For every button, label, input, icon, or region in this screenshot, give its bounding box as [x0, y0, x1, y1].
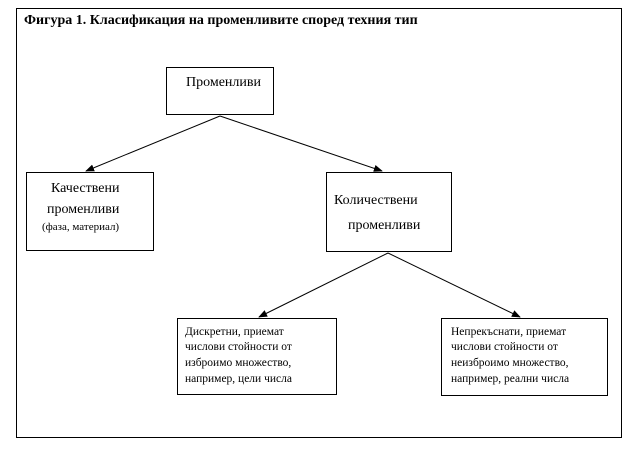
node-qualitative-line2: променливи [47, 202, 120, 217]
node-continuous-line1: Непрекъснати, приемат [451, 326, 567, 338]
node-qualitative: Качествени променливи (фаза, материал) [26, 172, 154, 251]
node-continuous-line3: неизброимо множество, [451, 357, 569, 369]
edge-quantitative-to-discrete [258, 252, 389, 318]
node-qualitative-example: (фаза, материал) [42, 221, 120, 233]
node-discrete-line2: числови стойности от [185, 341, 292, 353]
node-quantitative: Количествени променливи [326, 172, 452, 252]
node-quantitative-line1: Количествени [334, 193, 418, 208]
node-discrete-line4: например, цели числа [185, 373, 292, 385]
node-continuous-line2: числови стойности от [451, 341, 558, 353]
node-qualitative-line1: Качествени [51, 181, 120, 196]
node-discrete: Дискретни, приемат числови стойности от … [177, 318, 337, 395]
node-discrete-line3: изброимо множество, [185, 357, 292, 369]
node-discrete-line1: Дискретни, приемат [185, 326, 284, 338]
edge-root-to-qualitative [85, 115, 221, 172]
edge-root-to-quantitative [219, 115, 383, 172]
node-continuous-line4: например, реални числа [451, 373, 570, 385]
figure-frame [16, 8, 622, 438]
edge-quantitative-to-continuous [387, 252, 521, 318]
node-root: Променливи [166, 67, 274, 115]
node-quantitative-line2: променливи [348, 218, 421, 233]
figure-title: Фигура 1. Класификация на променливите с… [24, 13, 418, 28]
node-root-label: Променливи [186, 75, 261, 90]
node-continuous: Непрекъснати, приемат числови стойности … [441, 318, 608, 396]
